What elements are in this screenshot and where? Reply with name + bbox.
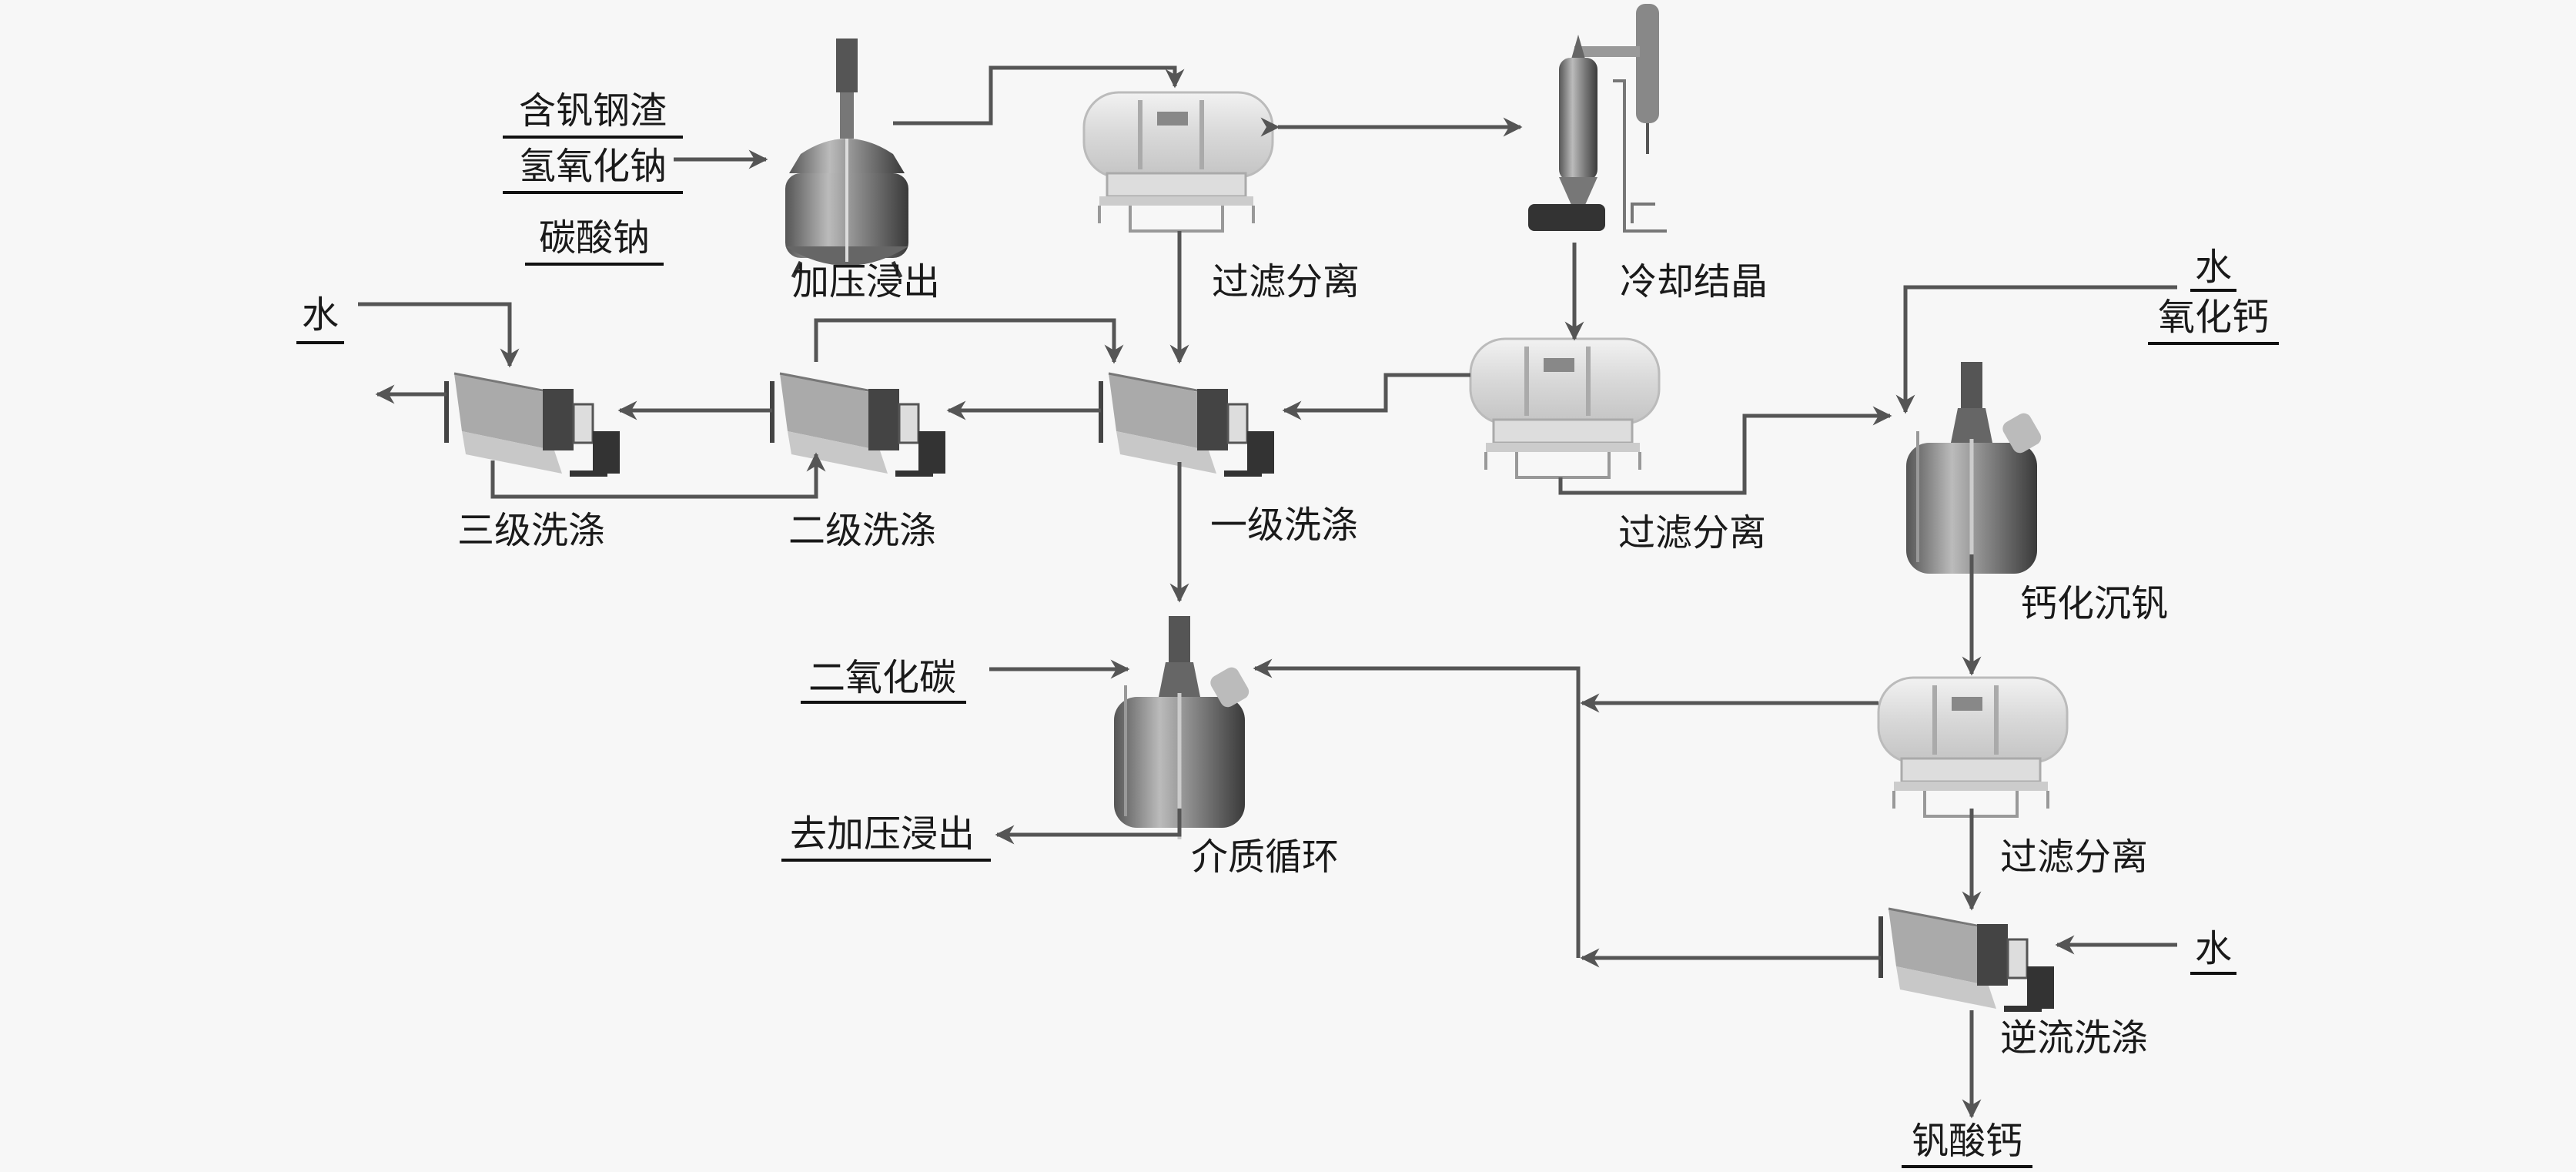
output-to-leach-label: 去加压浸出 [790,812,975,856]
input-feed3-label: 碳酸钠 [539,216,650,260]
step-calcification-label: 钙化沉钒 [2020,582,2168,625]
step-filter2-label: 过滤分离 [1618,511,1766,554]
wash-2-press [772,373,945,474]
input-water-counter-label: 水 [2195,927,2232,970]
step-wash3-label: 三级洗涤 [457,509,605,552]
input-feed1-label: 含钒钢渣 [519,89,667,132]
calcification-tank [1906,362,2044,585]
medium-cycle-tank [1114,616,1252,839]
input-water-calc-label: 水 [2195,246,2232,289]
step-filter3-label: 过滤分离 [2000,835,2148,879]
cooling-crystallizer [1528,4,1667,233]
step-wash2-label: 二级洗涤 [788,509,936,552]
step-filter1-label: 过滤分离 [1212,260,1360,303]
pressure-leach-reactor [785,39,908,277]
filter-1 [1082,91,1274,233]
output-product-label: 钒酸钙 [1912,1120,2022,1163]
wash-3-press [447,373,620,474]
wash-1-press [1101,373,1274,474]
step-medium-cycle-label: 介质循环 [1191,835,1339,879]
step-pressure-leach-label: 加压浸出 [792,260,940,303]
filter-2 [1469,337,1661,479]
step-cooling-crystal-label: 冷却结晶 [1620,260,1768,303]
step-wash1-label: 一级洗涤 [1210,504,1358,547]
counter-wash-press [1881,909,2054,1009]
input-feed2-label: 氢氧化钠 [519,145,667,188]
input-co2-label: 二氧化碳 [808,656,956,699]
input-calcium-oxide-label: 氧化钙 [2158,296,2269,339]
step-counter-wash-label: 逆流洗涤 [2000,1016,2148,1060]
filter-3 [1877,676,2069,818]
input-water-wash-label: 水 [302,293,339,337]
flow-lines [358,65,2177,1119]
